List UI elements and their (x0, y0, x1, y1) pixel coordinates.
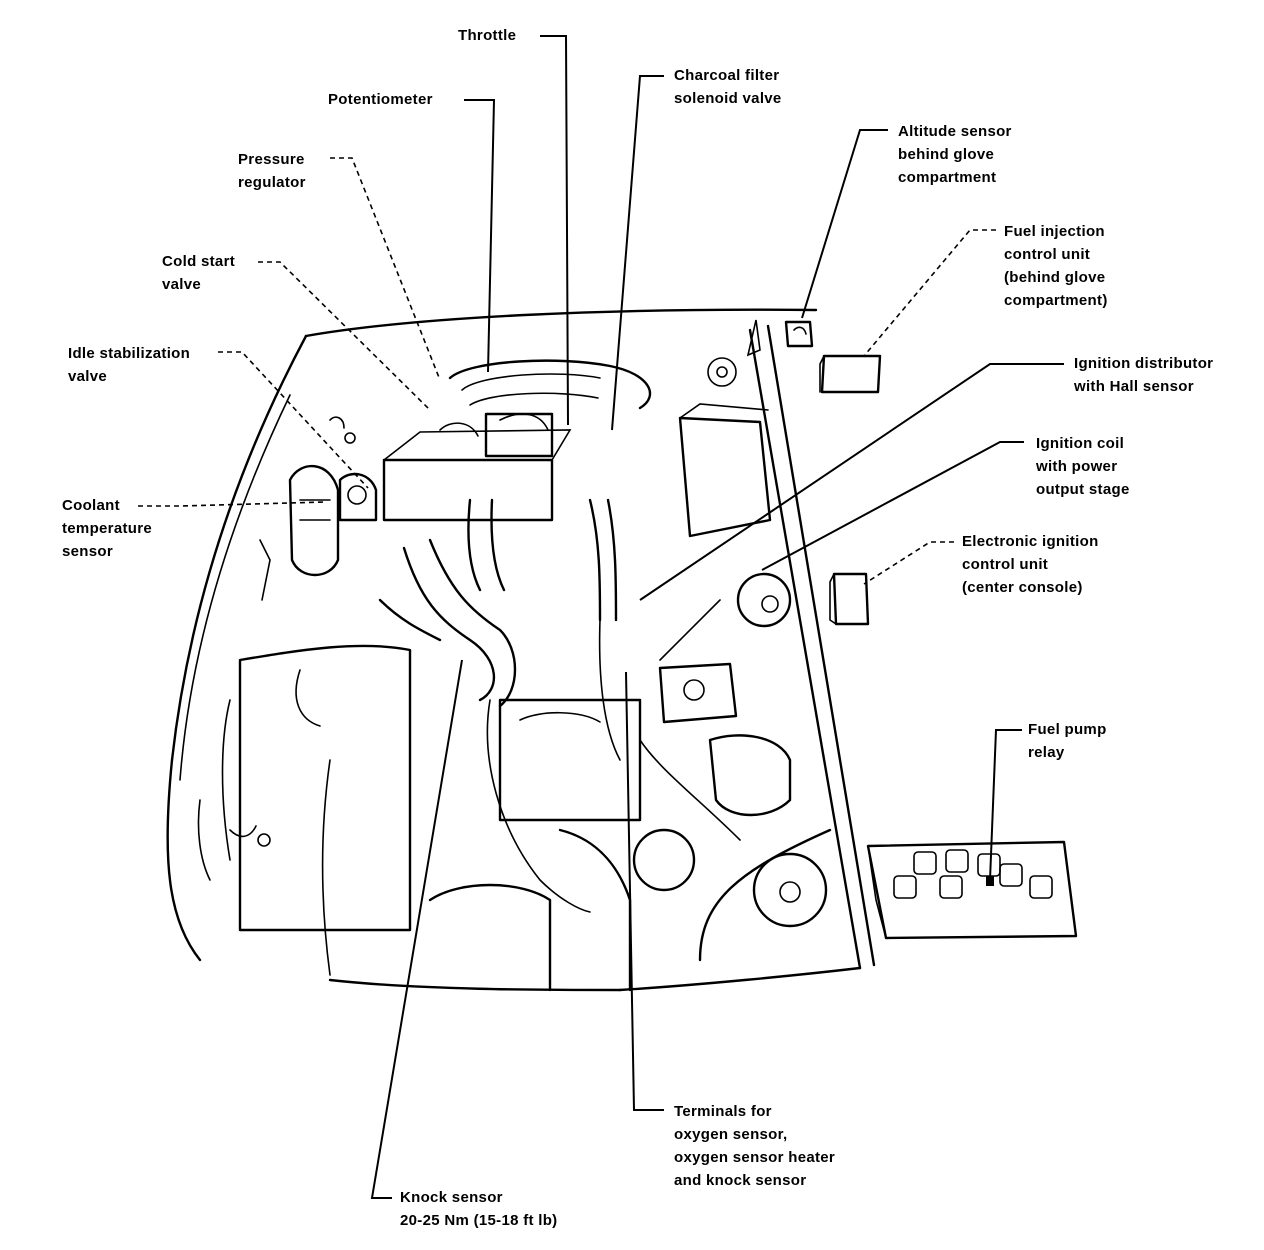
leader-ignition-coil (761, 441, 1024, 571)
label-ignition-distributor: Ignition distributor with Hall sensor (1074, 355, 1214, 395)
engine-block (197, 357, 832, 992)
label-fuel-injection-unit: Fuel injection control unit (behind glov… (1004, 223, 1108, 309)
leader-altitude-sensor (801, 129, 888, 319)
leader-idle-stabilization (218, 351, 369, 489)
electronic-ignition-shape (832, 572, 870, 626)
label-electronic-ignition: Electronic ignition control unit (center… (962, 533, 1099, 596)
leader-knock-sensor (370, 659, 463, 1199)
leader-lines (138, 35, 1064, 1199)
label-altitude-sensor: Altitude sensor behind glove compartment (898, 123, 1012, 186)
relay-box-shape (866, 840, 1078, 940)
label-terminals: Terminals for oxygen sensor, oxygen sens… (674, 1103, 836, 1189)
compartment-outline (166, 308, 876, 992)
leader-fuel-injection (863, 229, 996, 357)
fuel-injection-unit-shape (820, 354, 882, 394)
label-potentiometer: Potentiometer (328, 91, 433, 108)
leader-throttle (540, 35, 569, 426)
external-components (784, 320, 1078, 940)
label-idle-stabilization: Idle stabilization valve (68, 345, 191, 385)
leader-ignition-distributor (639, 363, 1064, 601)
label-cold-start-valve: Cold start valve (162, 253, 236, 293)
label-coolant-sensor: Coolant temperature sensor (62, 497, 152, 560)
leader-terminals (625, 671, 664, 1111)
label-charcoal-filter: Charcoal filter solenoid valve (674, 67, 782, 107)
label-throttle: Throttle (458, 27, 517, 44)
label-pressure-regulator: Pressure regulator (238, 151, 306, 191)
leader-fuel-pump-relay (989, 729, 1022, 881)
leader-cold-start (258, 261, 431, 411)
leader-potentiometer (464, 99, 496, 373)
label-fuel-pump-relay: Fuel pump relay (1028, 721, 1107, 761)
leader-electronic-ignition (863, 541, 954, 585)
leader-pressure-regulator (330, 157, 441, 381)
leader-coolant (138, 501, 327, 507)
altitude-sensor-shape (784, 320, 814, 348)
label-ignition-coil: Ignition coil with power output stage (1036, 435, 1130, 498)
label-knock-sensor: Knock sensor 20-25 Nm (15-18 ft lb) (400, 1189, 558, 1229)
